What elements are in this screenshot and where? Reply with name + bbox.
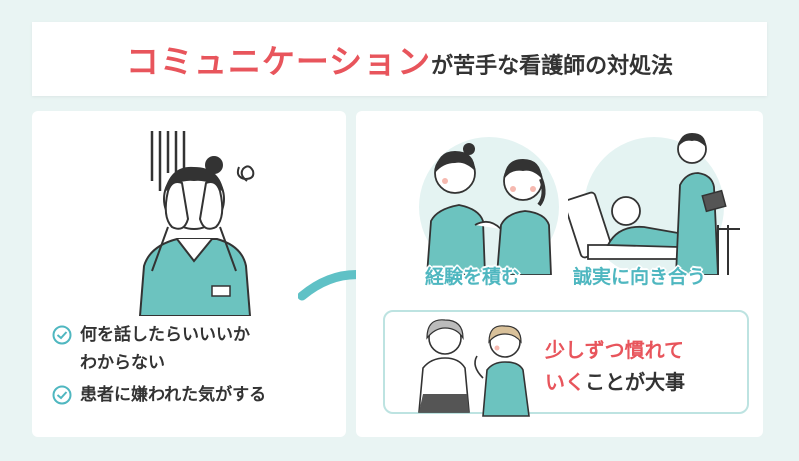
problem-panel: 何を話したらいいいか わからない 患者に嫌われた気がする: [32, 111, 346, 437]
nurse-patient-illustration: [568, 133, 740, 275]
tip-box: 少しずつ慣れて いくことが大事: [383, 310, 749, 417]
two-women-talking-illustration: [418, 319, 530, 417]
two-nurses-illustration: [419, 137, 559, 275]
checklist-line: 何を話したらいいいか: [80, 325, 250, 345]
checklist-line: わからない: [80, 353, 165, 373]
check-circle-icon: [52, 385, 72, 405]
tip-rest: ことが大事: [585, 370, 685, 394]
check-circle-icon: [52, 325, 72, 345]
caption-sincerity: 誠実に向き合う: [573, 266, 707, 288]
checklist-line: 患者に嫌われた気がする: [80, 385, 267, 405]
checklist-item: 何を話したらいいいか わからない: [52, 321, 266, 377]
tip-red-part2: いく: [545, 370, 585, 394]
worried-nurse-illustration: [138, 131, 255, 316]
caption-experience: 経験を積む: [425, 266, 521, 288]
page-title: コミュニケーションが苦手な看護師の対処法: [126, 35, 673, 83]
problem-checklist: 何を話したらいいいか わからない 患者に嫌われた気がする: [52, 321, 266, 413]
title-banner: コミュニケーションが苦手な看護師の対処法: [32, 22, 767, 96]
gloom-lines-icon: [150, 131, 186, 191]
title-rest: が苦手な看護師の対処法: [431, 54, 674, 79]
title-highlight: コミュニケーション: [125, 42, 432, 81]
checklist-item: 患者に嫌われた気がする: [52, 381, 266, 409]
tip-red-part1: 少しずつ慣れて: [545, 338, 684, 362]
dizzy-spiral-icon: [236, 165, 255, 182]
tip-message: 少しずつ慣れて いくことが大事: [545, 334, 685, 398]
